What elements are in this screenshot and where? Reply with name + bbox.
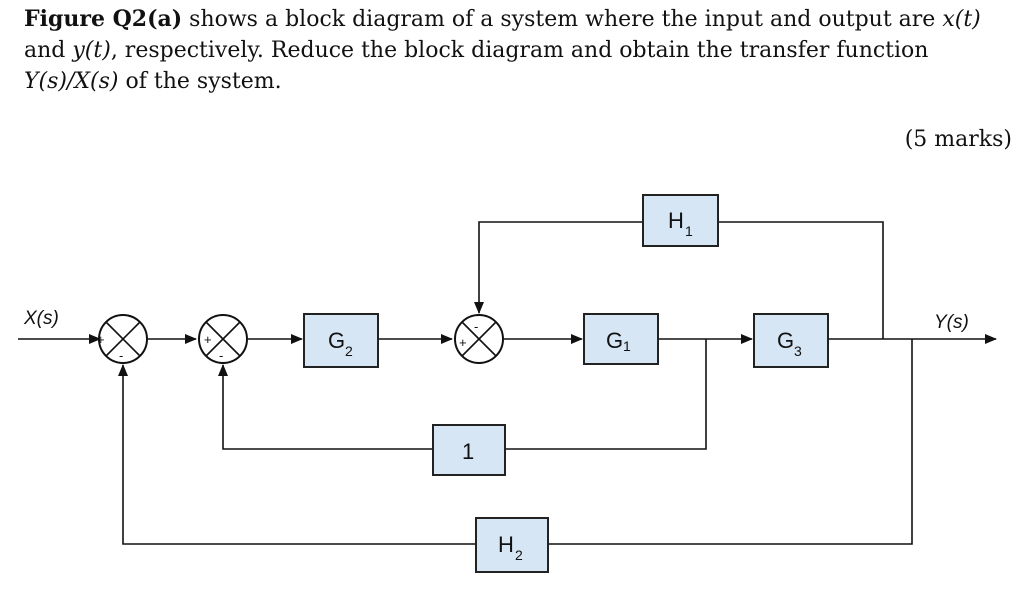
sj1-plus-sign: + xyxy=(97,332,105,347)
svg-text:G: G xyxy=(606,328,623,353)
svg-text:1: 1 xyxy=(685,223,693,239)
marks-label: (5 marks) xyxy=(904,127,1012,152)
summing-junction-3: + - xyxy=(454,314,504,364)
sj3-plus-sign: + xyxy=(459,335,467,350)
svg-text:2: 2 xyxy=(515,547,523,563)
svg-text:G: G xyxy=(328,328,345,353)
block-g3: G 3 xyxy=(753,313,829,368)
summing-junction-2: + - xyxy=(198,314,248,364)
svg-text:G: G xyxy=(777,328,794,353)
output-signal-name: y(t) xyxy=(72,38,111,63)
block-h1: H 1 xyxy=(642,194,719,247)
transfer-function-name: Y(s)/X(s) xyxy=(24,69,119,94)
svg-text:1: 1 xyxy=(462,439,474,464)
summing-junction-1: + - xyxy=(97,314,148,364)
block-unity: 1 xyxy=(432,424,506,476)
wire-output-h2 xyxy=(548,339,913,545)
wire-unity-sj2 xyxy=(218,364,433,450)
sj3-minus-sign: - xyxy=(474,319,478,334)
sj2-minus-sign: - xyxy=(219,348,223,363)
output-label: Y(s) xyxy=(934,312,969,333)
block-h2: H 2 xyxy=(475,517,549,573)
wire-h1-sj3 xyxy=(474,221,643,314)
wire-g1out-unity xyxy=(505,339,707,450)
svg-text:H: H xyxy=(668,208,684,233)
block-g1: G 1 xyxy=(583,313,659,365)
input-label: X(s) xyxy=(23,308,59,329)
wire-output-h1 xyxy=(718,221,884,339)
block-g2: G 2 xyxy=(303,313,379,368)
sj2-plus-sign: + xyxy=(204,332,212,347)
question-text: Figure Q2(a) shows a block diagram of a … xyxy=(24,6,981,94)
svg-text:1: 1 xyxy=(623,338,631,354)
svg-text:3: 3 xyxy=(794,343,802,359)
input-signal-name: x(t) xyxy=(942,7,981,32)
wire-h2-sj1 xyxy=(118,364,476,545)
svg-text:2: 2 xyxy=(345,343,353,359)
figure-reference: Figure Q2(a) xyxy=(24,6,183,32)
svg-text:H: H xyxy=(498,532,514,557)
sj1-minus-sign: - xyxy=(119,348,123,363)
